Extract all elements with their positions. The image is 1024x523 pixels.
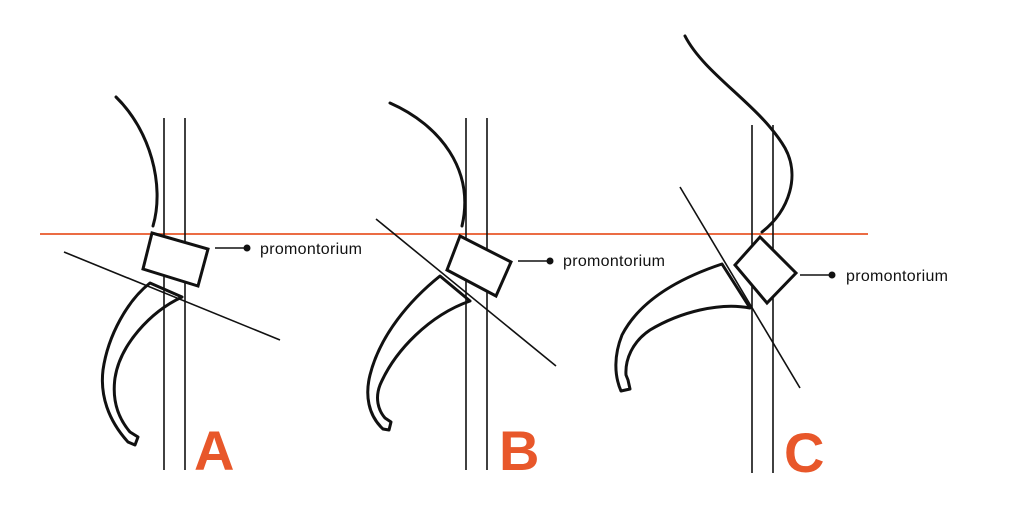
sacrum-coccyx-outline <box>100 281 184 447</box>
panel-c: promontorium C <box>614 34 948 484</box>
promontorium-label: promontorium <box>563 253 665 270</box>
spine-curve <box>683 34 794 234</box>
spine-curve <box>114 95 159 228</box>
promontorium-leader-dot <box>828 271 836 279</box>
promontorium-label: promontorium <box>260 241 362 258</box>
sacrum-coccyx-outline <box>366 274 472 432</box>
panel-letter: B <box>499 419 539 482</box>
promontorium-leader-dot <box>243 244 251 252</box>
sacrum-coccyx-outline <box>614 262 752 393</box>
panel-a: promontorium A <box>63 95 362 482</box>
panel-b: promontorium B <box>366 101 665 482</box>
panel-letter: A <box>194 419 234 482</box>
promontorium-box <box>141 231 210 288</box>
panel-letter: C <box>784 421 824 484</box>
promontorium-box <box>445 233 513 299</box>
promontorium-box <box>733 234 799 306</box>
sacral-angle-line <box>63 251 281 341</box>
promontorium-label: promontorium <box>846 268 948 285</box>
promontorium-leader-dot <box>546 257 554 265</box>
spine-curve <box>388 101 467 228</box>
sacral-angle-line <box>375 218 557 367</box>
sacral-angle-line <box>679 186 801 389</box>
